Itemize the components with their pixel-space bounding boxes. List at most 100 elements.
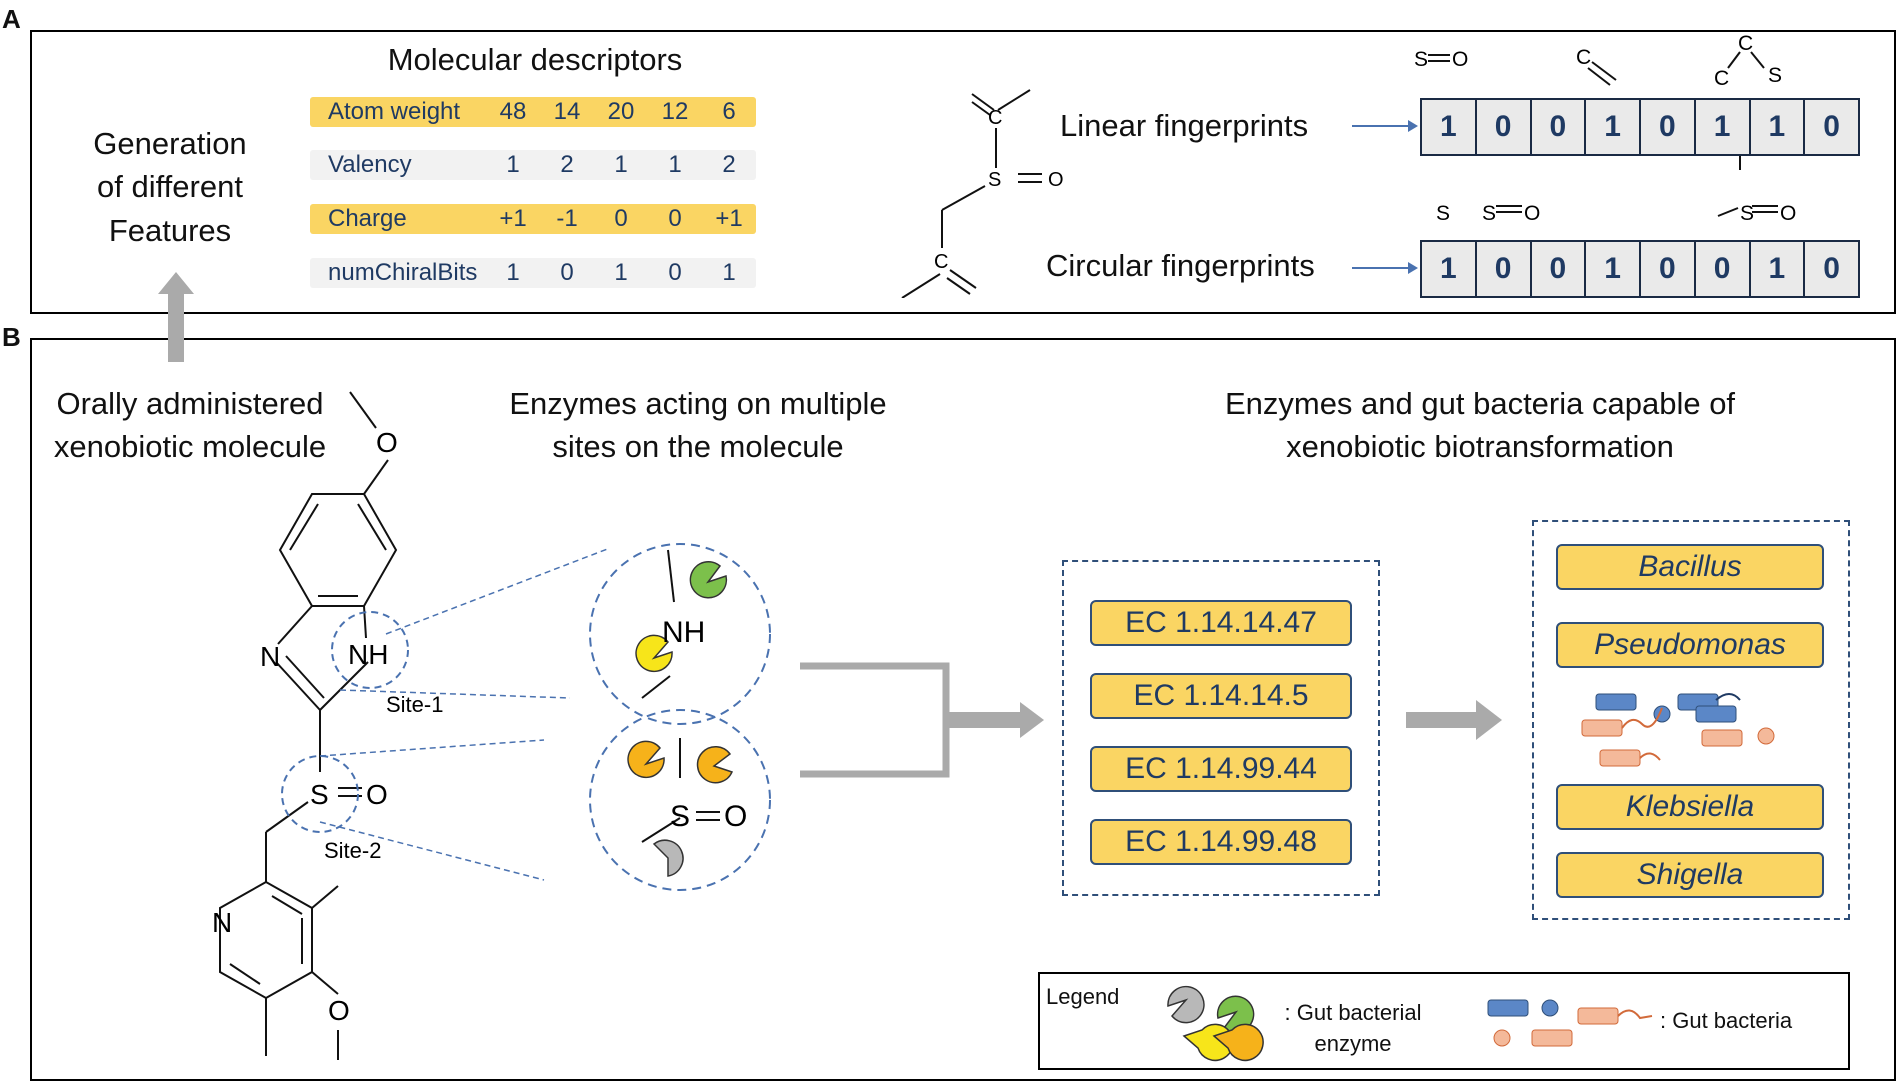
circular-arrow <box>1352 262 1418 274</box>
fingerprint-bit: 0 <box>1696 242 1751 296</box>
fingerprint-bit: 1 <box>1422 242 1477 296</box>
generation-line-1: Generation <box>93 126 247 161</box>
legend-enzyme-line-2: enzyme <box>1314 1030 1392 1056</box>
fingerprint-bit: 0 <box>1477 242 1532 296</box>
generation-line-2: of different <box>97 169 243 205</box>
zoom-nh-label: NH <box>662 616 705 649</box>
generation-features-label: Generation of different Features <box>70 122 270 252</box>
bacteria-name-box: Bacillus <box>1556 544 1824 590</box>
fingerprint-bit: 0 <box>1823 110 1840 143</box>
xenobiotic-molecule: O N NH S O N O NH S O Site-1 Site-2 <box>212 391 771 1060</box>
descriptor-value: 1 <box>722 259 736 286</box>
descriptor-value: 20 <box>607 98 635 125</box>
molecule-title: Orally administered xenobiotic molecule <box>40 382 340 469</box>
frag-cc-c: C <box>1576 46 1591 69</box>
sulfoxide-o-label: O <box>366 779 388 810</box>
legend-box <box>1038 972 1850 1070</box>
fingerprint-bit: 1 <box>1422 100 1477 154</box>
molecule-title-line-2: xenobiotic molecule <box>53 429 327 465</box>
ec-number-box: EC 1.14.99.48 <box>1090 819 1352 865</box>
frag-so2-o: O <box>1524 202 1540 225</box>
descriptor-value: 2 <box>722 151 736 178</box>
frag-so3-o: O <box>1780 202 1796 225</box>
imidazole-nh-label: NH <box>348 639 388 670</box>
frag-so2-s: S <box>1482 202 1496 225</box>
bacteria-title-line-1: Enzymes and gut bacteria capable of <box>1224 386 1736 421</box>
zoom-s-label: S <box>670 800 690 833</box>
enzymes-title-line-1: Enzymes acting on multiple <box>509 386 887 421</box>
frag-so-s: S <box>1414 48 1428 71</box>
methoxy-o-label: O <box>376 427 398 458</box>
frag-so3-s: S <box>1740 202 1754 225</box>
descriptor-value: 0 <box>560 259 574 286</box>
descriptor-value: 1 <box>506 259 520 286</box>
descriptor-label: Valency <box>328 151 412 178</box>
legend-title: Legend <box>1046 984 1120 1009</box>
descriptor-label: Atom weight <box>328 98 461 125</box>
descriptor-row: numChiralBits 1 0 1 0 1 <box>310 258 756 288</box>
fingerprint-bit: 0 <box>1532 100 1587 154</box>
bacteria-title-line-2: xenobiotic biotransformation <box>1286 429 1674 465</box>
descriptor-value: 0 <box>614 205 628 232</box>
descriptor-value: 1 <box>614 259 628 286</box>
descriptor-label: numChiralBits <box>328 259 478 286</box>
site-2-label: Site-2 <box>324 838 381 863</box>
fingerprint-bit: 1 <box>1586 242 1641 296</box>
bacteria-name-box: Pseudomonas <box>1556 622 1824 668</box>
legend-enzyme-label: : Gut bacterial enzyme <box>1268 998 1438 1060</box>
panel-a-mol-o: O <box>1048 169 1064 191</box>
legend-enzyme-line-1: : Gut bacterial <box>1284 1000 1422 1025</box>
legend-bacteria-icons <box>1487 999 1653 1047</box>
ec-container <box>1062 560 1380 896</box>
fingerprint-bit: 0 <box>1477 100 1532 154</box>
pyridine-n-label: N <box>212 907 232 938</box>
frag-ccs-s: S <box>1768 64 1782 87</box>
enzymes-title: Enzymes acting on multiple sites on the … <box>488 382 908 469</box>
descriptor-value: 2 <box>560 151 574 178</box>
descriptor-value: 0 <box>668 259 682 286</box>
panel-b-letter: B <box>2 322 21 352</box>
circular-fingerprints-label: Circular fingerprints <box>1046 248 1315 283</box>
descriptor-value: 0 <box>668 205 682 232</box>
legend-enzyme-icons <box>1167 985 1264 1062</box>
pyridine-methoxy-o-label: O <box>328 995 350 1026</box>
descriptor-value: 6 <box>722 98 736 125</box>
legend-bacteria-label: : Gut bacteria <box>1660 1008 1793 1033</box>
panel-b-frame <box>30 338 1896 1081</box>
up-arrow <box>158 272 194 362</box>
bacteria-name-box: Klebsiella <box>1556 784 1824 830</box>
sulfoxide-s-label: S <box>310 779 329 810</box>
bacteria-name-box: Shigella <box>1556 852 1824 898</box>
fingerprint-bit: 1 <box>1696 100 1751 154</box>
frag-ccs-c2: C <box>1714 67 1729 90</box>
merge-arrow <box>800 662 1044 778</box>
descriptor-label: Charge <box>328 205 407 232</box>
imidazole-n-label: N <box>260 641 280 672</box>
fingerprint-bit: 1 <box>1751 242 1806 296</box>
site-1-label: Site-1 <box>386 692 443 717</box>
panel-a-letter: A <box>2 4 21 34</box>
descriptor-value: 1 <box>614 151 628 178</box>
bacteria-cluster-icon <box>1581 693 1775 767</box>
panel-a-mol-c2: C <box>934 251 948 273</box>
ec-number-box: EC 1.14.14.47 <box>1090 600 1352 646</box>
fingerprint-bit: 0 <box>1641 100 1696 154</box>
panel-a-molecule: C S O C <box>901 89 1064 298</box>
linear-fingerprints-label: Linear fingerprints <box>1060 108 1309 143</box>
zoom-o-label: O <box>724 800 747 833</box>
bacteria-container <box>1532 520 1850 920</box>
panel-a-mol-s: S <box>988 169 1001 191</box>
ec-number-box: EC 1.14.99.44 <box>1090 746 1352 792</box>
ec-to-bacteria-arrow <box>1406 700 1502 740</box>
descriptor-value: 14 <box>553 98 581 125</box>
frag-so-o: O <box>1452 48 1468 71</box>
descriptors-title: Molecular descriptors <box>387 42 683 77</box>
descriptor-value: 48 <box>499 98 527 125</box>
descriptor-value: 1 <box>506 151 520 178</box>
fingerprint-bit: 0 <box>1641 242 1696 296</box>
molecule-title-line-1: Orally administered <box>56 386 324 421</box>
